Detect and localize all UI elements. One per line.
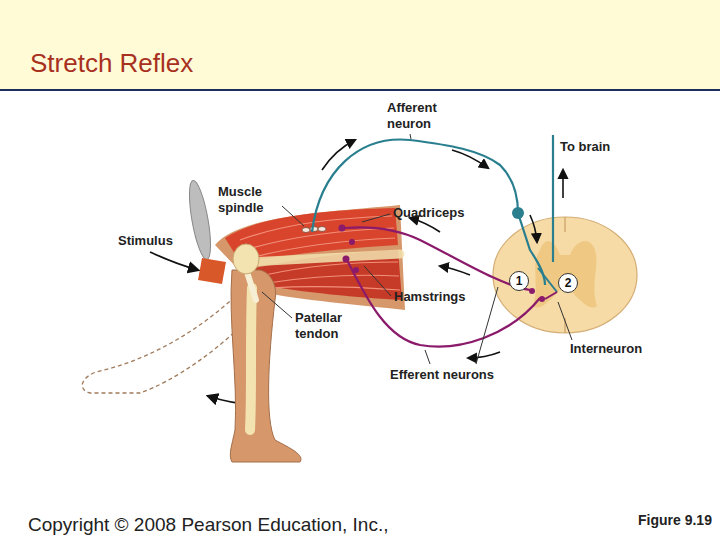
callout-text: 2 [565, 277, 572, 289]
lower-leg [230, 270, 301, 462]
afferent-neuron [312, 140, 545, 285]
patellar-tendon [247, 272, 256, 300]
kneecap [233, 244, 259, 274]
tibia [250, 288, 252, 430]
hammer-tip [198, 258, 226, 284]
pathway-label: To brain [560, 139, 610, 155]
efferent-neuron [345, 227, 530, 290]
part-label: Patellar tendon [295, 310, 357, 341]
afferent-branch [538, 268, 557, 292]
ganglion [512, 207, 524, 219]
callout-text: 1 [516, 275, 523, 287]
part-label: Muscle spindle [218, 184, 280, 215]
copyright-note: Copyright © 2008 Pearson Education, Inc.… [28, 514, 388, 537]
stimulus-arrow [150, 252, 198, 270]
efferent-neuron [348, 262, 540, 347]
slide-title: Stretch Reflex [30, 48, 193, 79]
muscle-label: Hamstrings [394, 289, 466, 305]
femur [250, 254, 400, 262]
muscle-spindle [302, 227, 326, 233]
title-rule [0, 89, 720, 91]
flow-arrows [322, 140, 537, 358]
stimulus-label: Stimulus [118, 233, 173, 249]
callout-number: 2 [558, 273, 578, 293]
reflex-hammer [185, 179, 215, 261]
grey-matter [533, 241, 597, 308]
cord-fissure [564, 217, 565, 232]
neuron-label: Efferent neurons [390, 367, 494, 383]
title-band [0, 0, 720, 89]
ascending-fibre [552, 135, 554, 262]
neuron-label: Interneuron [570, 341, 642, 357]
interneuron-fibre [545, 292, 557, 299]
neuron-label: Afferent neuron [387, 100, 457, 131]
figure-number: Figure 9.19 [638, 512, 712, 529]
to-brain-arrow [562, 170, 564, 198]
spinal-cord [493, 217, 637, 333]
leader-lines [262, 134, 572, 364]
callout-number: 1 [509, 271, 529, 291]
muscle-label: Quadriceps [393, 205, 465, 221]
